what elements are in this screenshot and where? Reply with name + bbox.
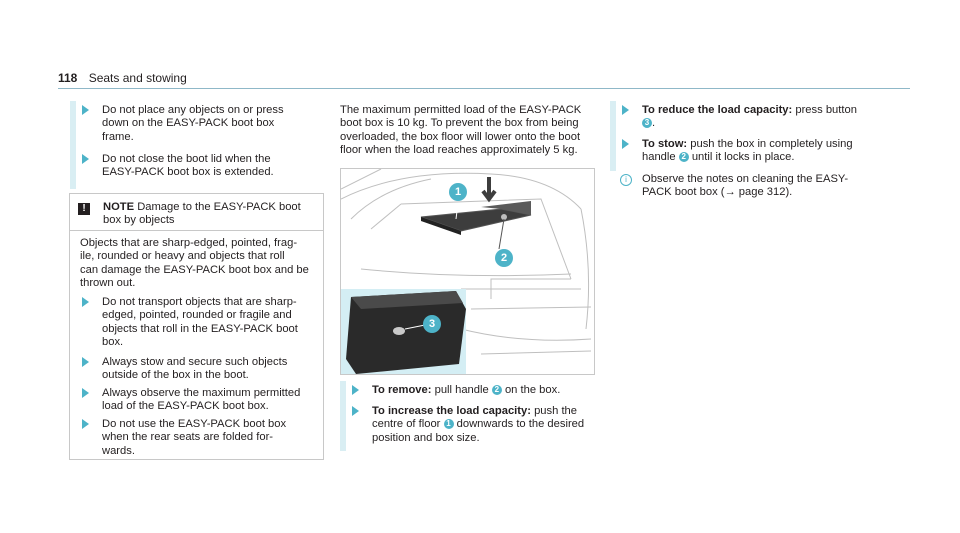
arrow-icon bbox=[622, 105, 629, 115]
note-divider bbox=[70, 230, 323, 231]
arrow-icon bbox=[82, 419, 89, 429]
callout-ref: 2 bbox=[678, 152, 689, 163]
callout-1: 1 bbox=[449, 183, 467, 201]
info-icon: i bbox=[620, 174, 632, 186]
warning-icon: ! bbox=[78, 203, 90, 215]
column-bar bbox=[610, 101, 616, 171]
section-title: Seats and stowing bbox=[88, 71, 187, 85]
arrow-icon bbox=[352, 385, 359, 395]
column-bar bbox=[70, 101, 76, 189]
arrow-icon bbox=[352, 406, 359, 416]
callout-3: 3 bbox=[423, 315, 441, 333]
arrow-icon bbox=[622, 139, 629, 149]
arrow-icon bbox=[82, 357, 89, 367]
page-number: 118 bbox=[58, 71, 78, 85]
note-intro: Objects that are sharp-edged, pointed, f… bbox=[80, 237, 309, 290]
callout-ref: 2 bbox=[491, 385, 502, 395]
intro-paragraph: The maximum permitted load of the EASY-P… bbox=[340, 104, 582, 157]
arrow-icon bbox=[82, 105, 89, 115]
callout-ref: 1 bbox=[443, 419, 454, 430]
arrow-icon bbox=[82, 297, 89, 307]
note-box: ! NOTE Damage to the EASY-PACK boot box … bbox=[69, 193, 324, 460]
car-boot-drawing bbox=[341, 169, 592, 374]
note-heading: NOTE Damage to the EASY-PACK boot box by… bbox=[103, 201, 301, 227]
callout-2: 2 bbox=[495, 249, 513, 267]
page-header: 118 Seats and stowing bbox=[58, 71, 187, 85]
arrow-icon bbox=[82, 388, 89, 398]
callout-ref: 3 bbox=[642, 118, 652, 129]
header-divider bbox=[58, 88, 910, 89]
arrow-icon bbox=[82, 154, 89, 164]
boot-illustration: 1 2 3 bbox=[340, 168, 595, 375]
column-bar bbox=[340, 381, 346, 451]
